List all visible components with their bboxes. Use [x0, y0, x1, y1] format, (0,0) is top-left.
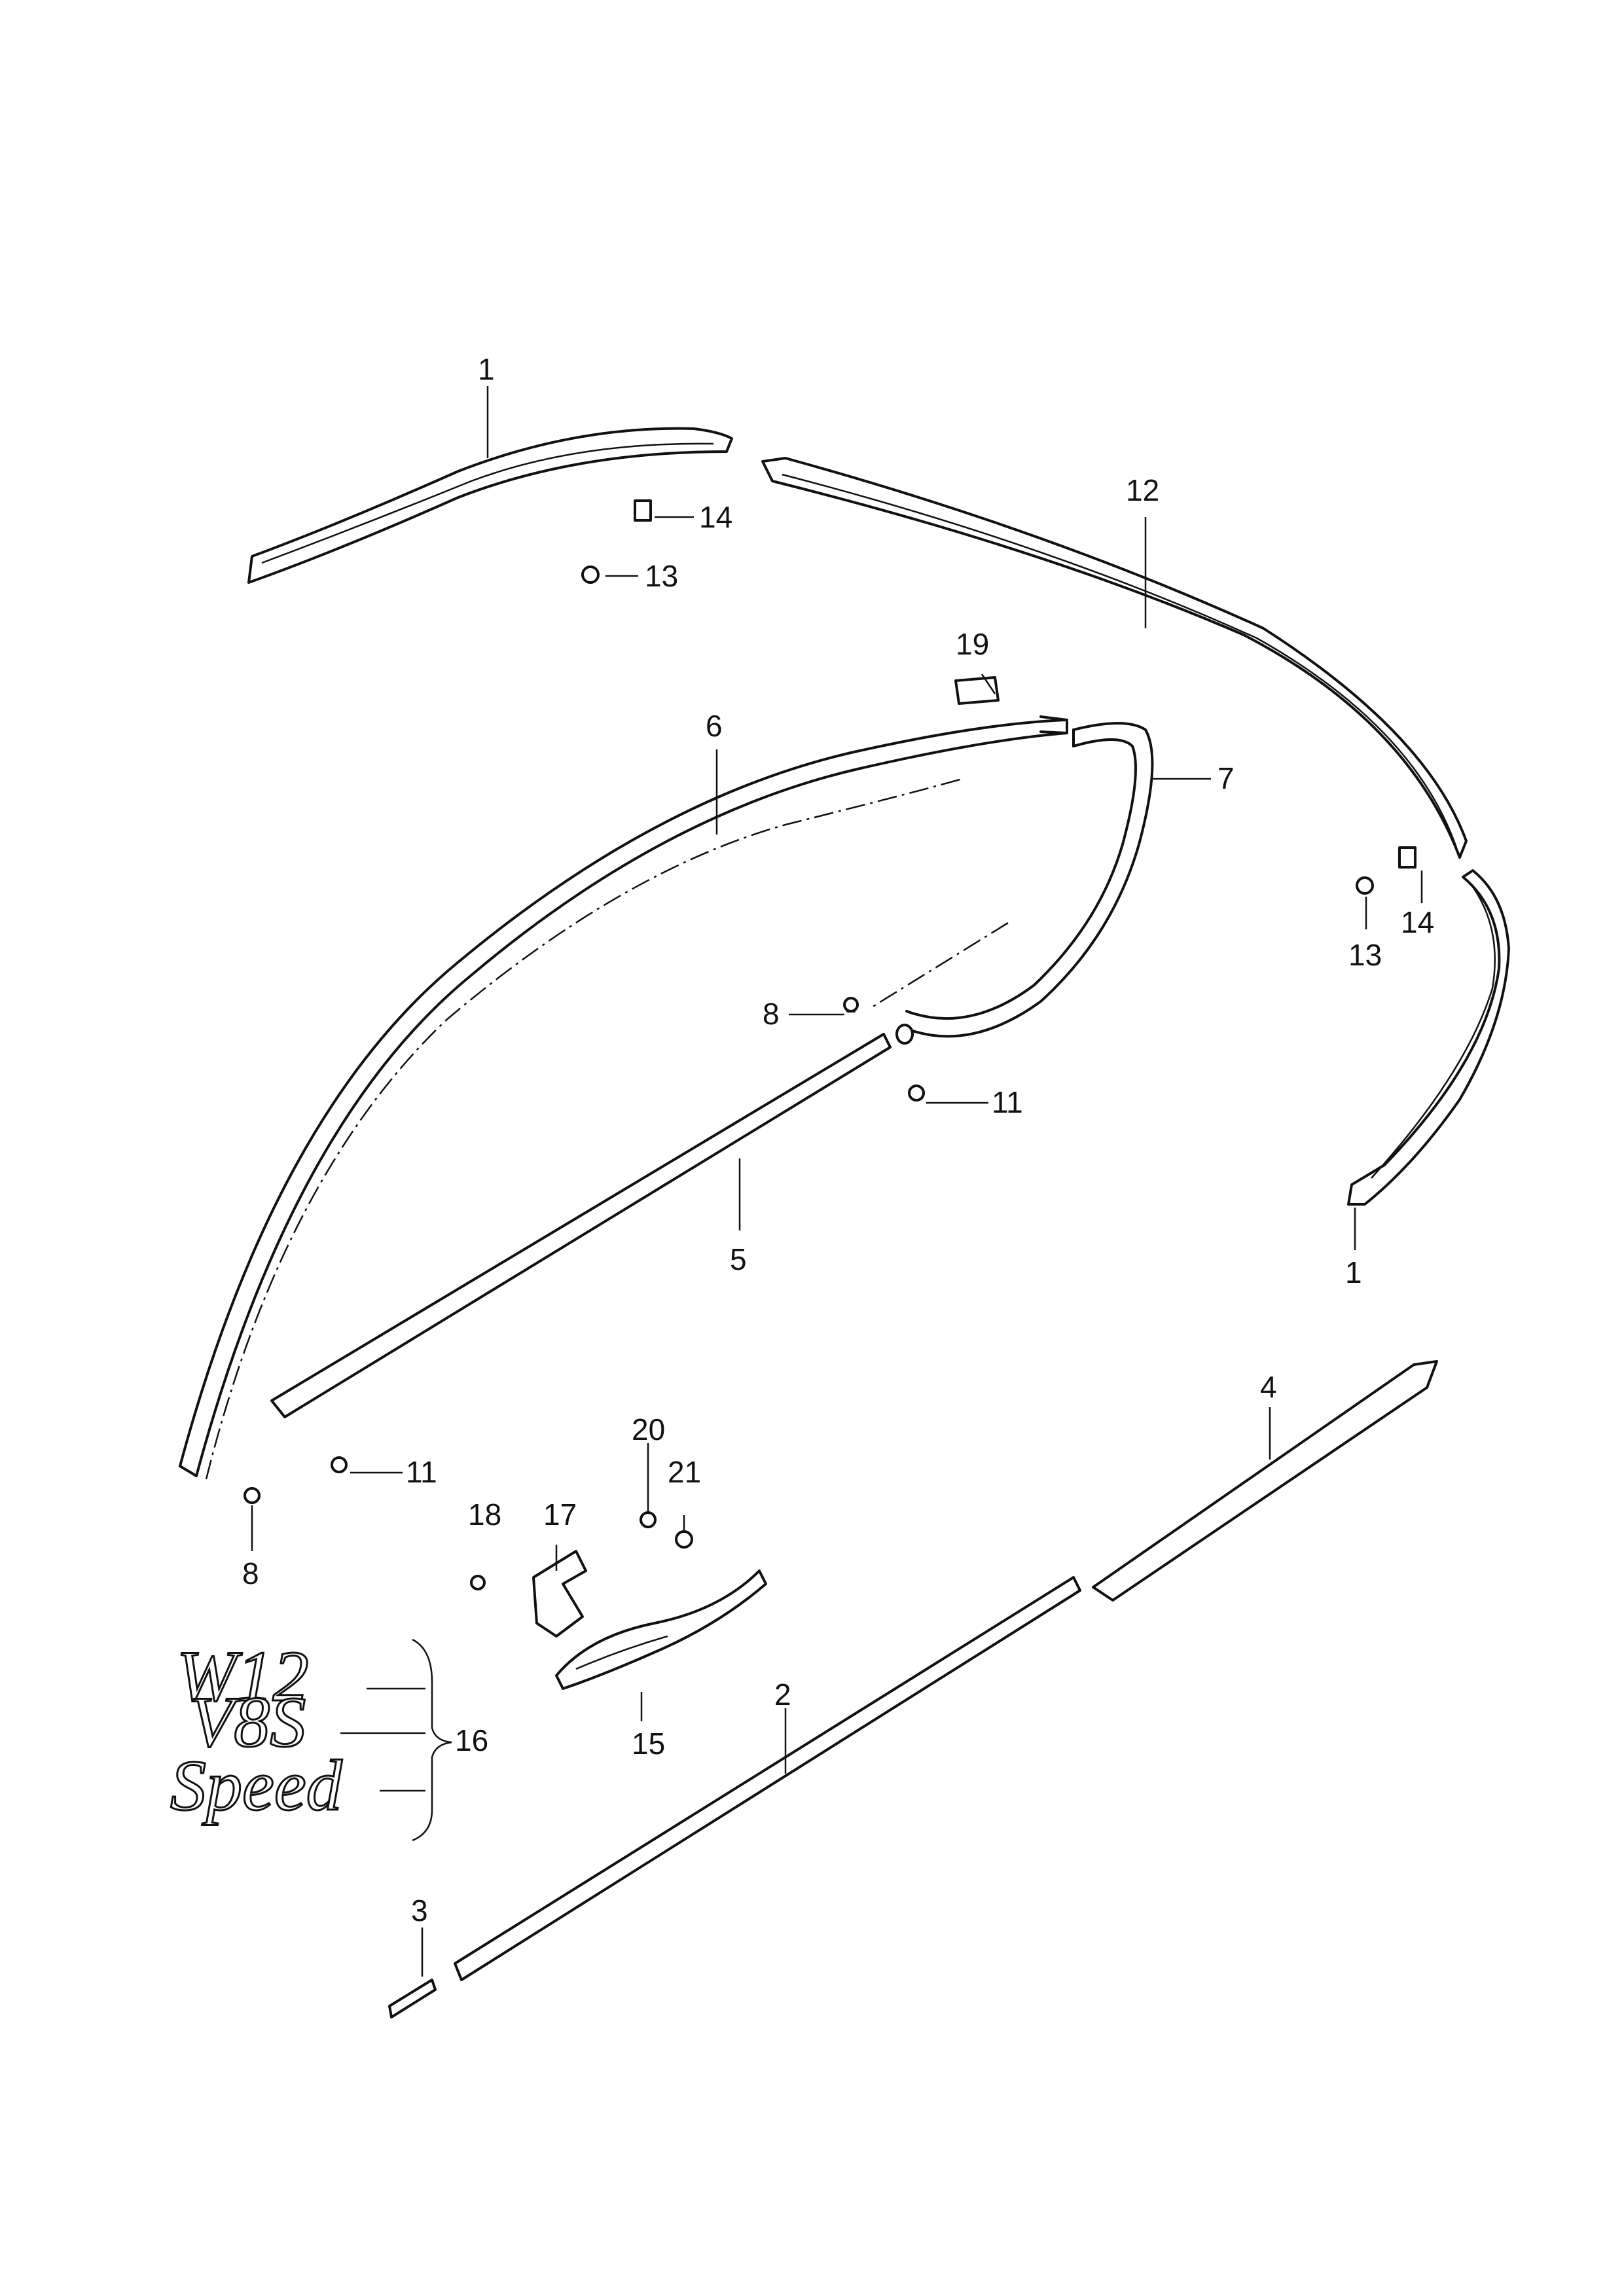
part-6-window-frame: [179, 715, 1068, 1477]
callout-6: 6: [706, 709, 723, 743]
callout-8-upper: 8: [763, 997, 780, 1031]
part-15-vent: [555, 1570, 767, 1690]
callout-18: 18: [468, 1498, 501, 1532]
callout-1-right: 1: [1345, 1255, 1362, 1289]
callout-2: 2: [774, 1677, 791, 1712]
callout-1-top: 1: [478, 352, 495, 386]
part-1-left-trim: [247, 427, 733, 584]
part-11-clip-upper: [908, 1085, 925, 1102]
callout-20: 20: [632, 1412, 665, 1446]
callout-19: 19: [956, 627, 989, 661]
callout-16: 16: [455, 1723, 488, 1757]
part-11-clip-lower: [331, 1456, 348, 1473]
emblem-speed: Speed: [170, 1746, 343, 1825]
callout-11-lower: 11: [406, 1455, 437, 1489]
part-2-sill-strip: [454, 1576, 1081, 1981]
leader-lines: [251, 386, 1423, 1977]
part-18-screw: [470, 1575, 486, 1590]
part-13-screw-upper: [581, 565, 600, 584]
part-8-clip-upper: [843, 997, 859, 1013]
part-1-right-trim: [1347, 869, 1510, 1206]
part-3-end-cap: [388, 1979, 437, 2018]
part-4-rear-strip: [1092, 1360, 1438, 1602]
callout-5: 5: [730, 1242, 747, 1276]
callout-21: 21: [668, 1455, 701, 1489]
part-14-clip-upper: [634, 499, 652, 522]
callout-13-right: 13: [1348, 938, 1382, 972]
emblem-w12: W12: [177, 1636, 309, 1716]
part-21-grommet: [675, 1530, 693, 1549]
glass-outline-lower: [870, 922, 1009, 1009]
part-12-roof-strip: [761, 457, 1468, 859]
part-20-washer: [640, 1511, 657, 1528]
callout-4: 4: [1260, 1370, 1277, 1404]
callout-17: 17: [543, 1498, 577, 1532]
callout-14-top: 14: [699, 500, 732, 534]
part-14-clip-lower: [1398, 846, 1416, 869]
part-8-clip-lower: [244, 1487, 261, 1504]
part-7-pillar: [895, 722, 1154, 1045]
part-5-belt-moulding: [270, 1033, 892, 1418]
glass-outline: [205, 778, 963, 1480]
callout-13-top: 13: [645, 559, 678, 593]
callout-15: 15: [632, 1727, 665, 1761]
callout-7: 7: [1218, 761, 1235, 795]
callout-8-lower: 8: [242, 1556, 259, 1590]
callout-3: 3: [411, 1893, 428, 1928]
callout-12: 12: [1126, 473, 1159, 507]
emblem-v8s: V8S: [190, 1682, 306, 1762]
emblem-bracket: [412, 1638, 452, 1842]
callout-11-upper: 11: [992, 1085, 1023, 1119]
callout-14-right: 14: [1401, 905, 1434, 939]
part-17-bracket: [532, 1550, 587, 1638]
part-13-screw-lower: [1356, 876, 1374, 895]
